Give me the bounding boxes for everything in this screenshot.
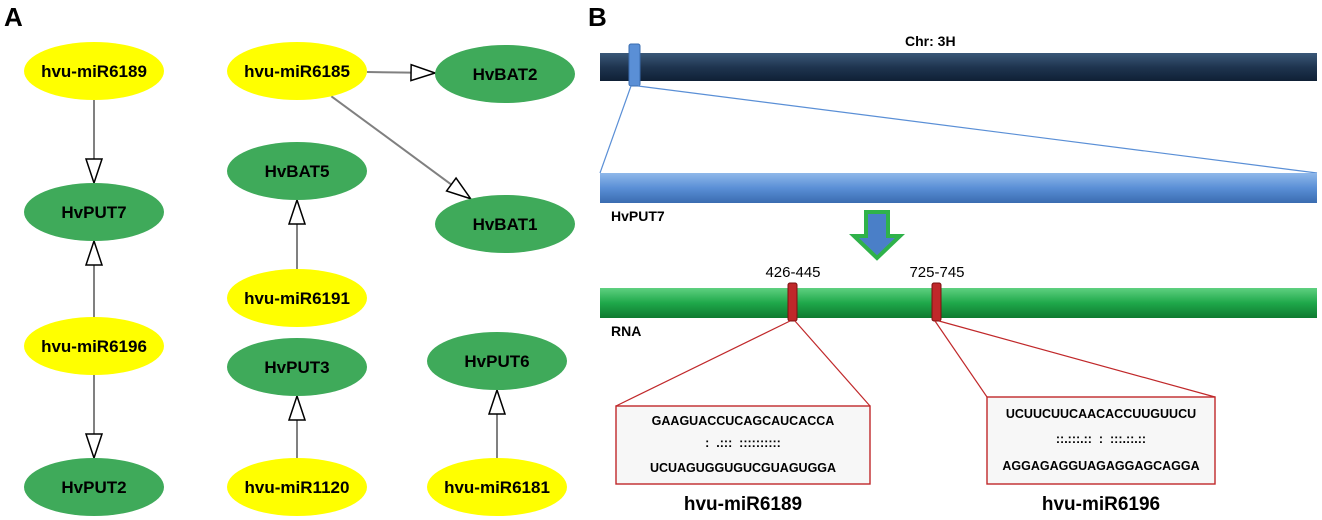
mirna-sequence: UCUAGUGGUGUCGUAGUGGA <box>650 461 836 475</box>
arrowhead-icon <box>287 197 307 225</box>
target-site-marker <box>931 282 942 322</box>
edge-line <box>366 71 412 74</box>
gene-node: HvPUT6 <box>427 332 567 390</box>
node-label: hvu-miR6196 <box>41 337 147 356</box>
site-zoom-line <box>938 320 1216 398</box>
mirna-node: hvu-miR6189 <box>24 42 164 100</box>
gene-node: HvBAT2 <box>435 45 575 103</box>
gene-locus-marker <box>628 43 641 87</box>
node-label: HvBAT5 <box>265 162 330 181</box>
node-ellipse <box>24 317 164 375</box>
site-zoom-line <box>934 320 988 398</box>
arrowhead-icon <box>84 158 104 186</box>
node-label: HvPUT3 <box>264 358 329 377</box>
site-zoom-line <box>794 320 871 407</box>
node-ellipse <box>227 338 367 396</box>
gene-node: HvBAT1 <box>435 195 575 253</box>
mirna-node: hvu-miR6181 <box>427 458 567 516</box>
node-ellipse <box>227 142 367 200</box>
node-label: hvu-miR1120 <box>245 478 350 497</box>
node-label: HvBAT2 <box>473 65 538 84</box>
arrowhead-icon <box>84 433 104 461</box>
node-ellipse <box>227 269 367 327</box>
mirna-name: hvu-miR6196 <box>1042 494 1160 515</box>
gene-node: HvPUT7 <box>24 183 164 241</box>
gene-node: HvPUT3 <box>227 338 367 396</box>
zoom-line-left <box>599 85 632 174</box>
node-label: hvu-miR6181 <box>444 478 550 497</box>
node-ellipse <box>427 332 567 390</box>
mirna-node: hvu-miR1120 <box>227 458 367 516</box>
rna-label: RNA <box>611 323 641 339</box>
mirna-node: hvu-miR6196 <box>24 317 164 375</box>
arrowhead-icon <box>84 238 104 266</box>
arrowhead-icon <box>287 393 307 421</box>
node-ellipse <box>435 195 575 253</box>
panel-b-letter: B <box>588 2 607 32</box>
node-ellipse <box>227 42 367 100</box>
gene-node: HvPUT2 <box>24 458 164 516</box>
mirna-sequence: AGGAGAGGUAGAGGAGCAGGA <box>1002 459 1199 473</box>
node-ellipse <box>227 458 367 516</box>
transcription-arrow-icon <box>849 210 905 261</box>
edge-line <box>330 95 452 186</box>
site-range-label: 725-745 <box>909 264 964 281</box>
gene-bar <box>600 173 1317 203</box>
chromosome-bar <box>600 53 1317 81</box>
node-ellipse <box>24 458 164 516</box>
pairing-symbols: : .::: :::::::::: <box>705 436 781 450</box>
gene-node: HvBAT5 <box>227 142 367 200</box>
node-ellipse <box>24 42 164 100</box>
network-edges <box>84 63 507 461</box>
mirna-node: hvu-miR6191 <box>227 269 367 327</box>
node-ellipse <box>435 45 575 103</box>
chromosome-label: Chr: 3H <box>905 33 956 49</box>
node-ellipse <box>427 458 567 516</box>
arrowhead-icon <box>487 387 507 415</box>
mirna-name: hvu-miR6189 <box>684 494 802 515</box>
target-site-marker <box>787 282 798 322</box>
mirna-node: hvu-miR6185 <box>227 42 367 100</box>
gene-label: HvPUT7 <box>611 208 665 224</box>
site-zoom-line <box>615 320 791 407</box>
node-label: HvPUT6 <box>464 352 529 371</box>
node-ellipse <box>24 183 164 241</box>
panel-a: A hvu-miR6189HvPUT7hvu-miR6196HvPUT2hvu-… <box>4 2 575 516</box>
node-label: HvBAT1 <box>473 215 538 234</box>
panel-a-letter: A <box>4 2 23 32</box>
panel-b: B Chr: 3H HvPUT7 RNA 426-445 GAAGUACCUCA… <box>588 2 1318 515</box>
zoom-line-right <box>637 85 1318 174</box>
node-label: HvPUT7 <box>61 203 126 222</box>
target-sequence: UCUUCUUCAACACCUUGUUCU <box>1006 407 1196 421</box>
site-range-label: 426-445 <box>765 264 820 281</box>
arrowhead-icon <box>445 176 473 201</box>
pairing-symbols: ::.:::.:: : :::.::.:: <box>1056 432 1146 446</box>
target-sequence: GAAGUACCUCAGCAUCACCA <box>652 414 835 428</box>
node-label: HvPUT2 <box>61 478 126 497</box>
node-label: hvu-miR6185 <box>244 62 350 81</box>
node-label: hvu-miR6191 <box>244 289 350 308</box>
arrowhead-icon <box>410 63 438 82</box>
alignment-box <box>615 405 871 485</box>
node-label: hvu-miR6189 <box>41 62 147 81</box>
rna-bar <box>600 288 1317 318</box>
alignment-box <box>986 396 1216 485</box>
